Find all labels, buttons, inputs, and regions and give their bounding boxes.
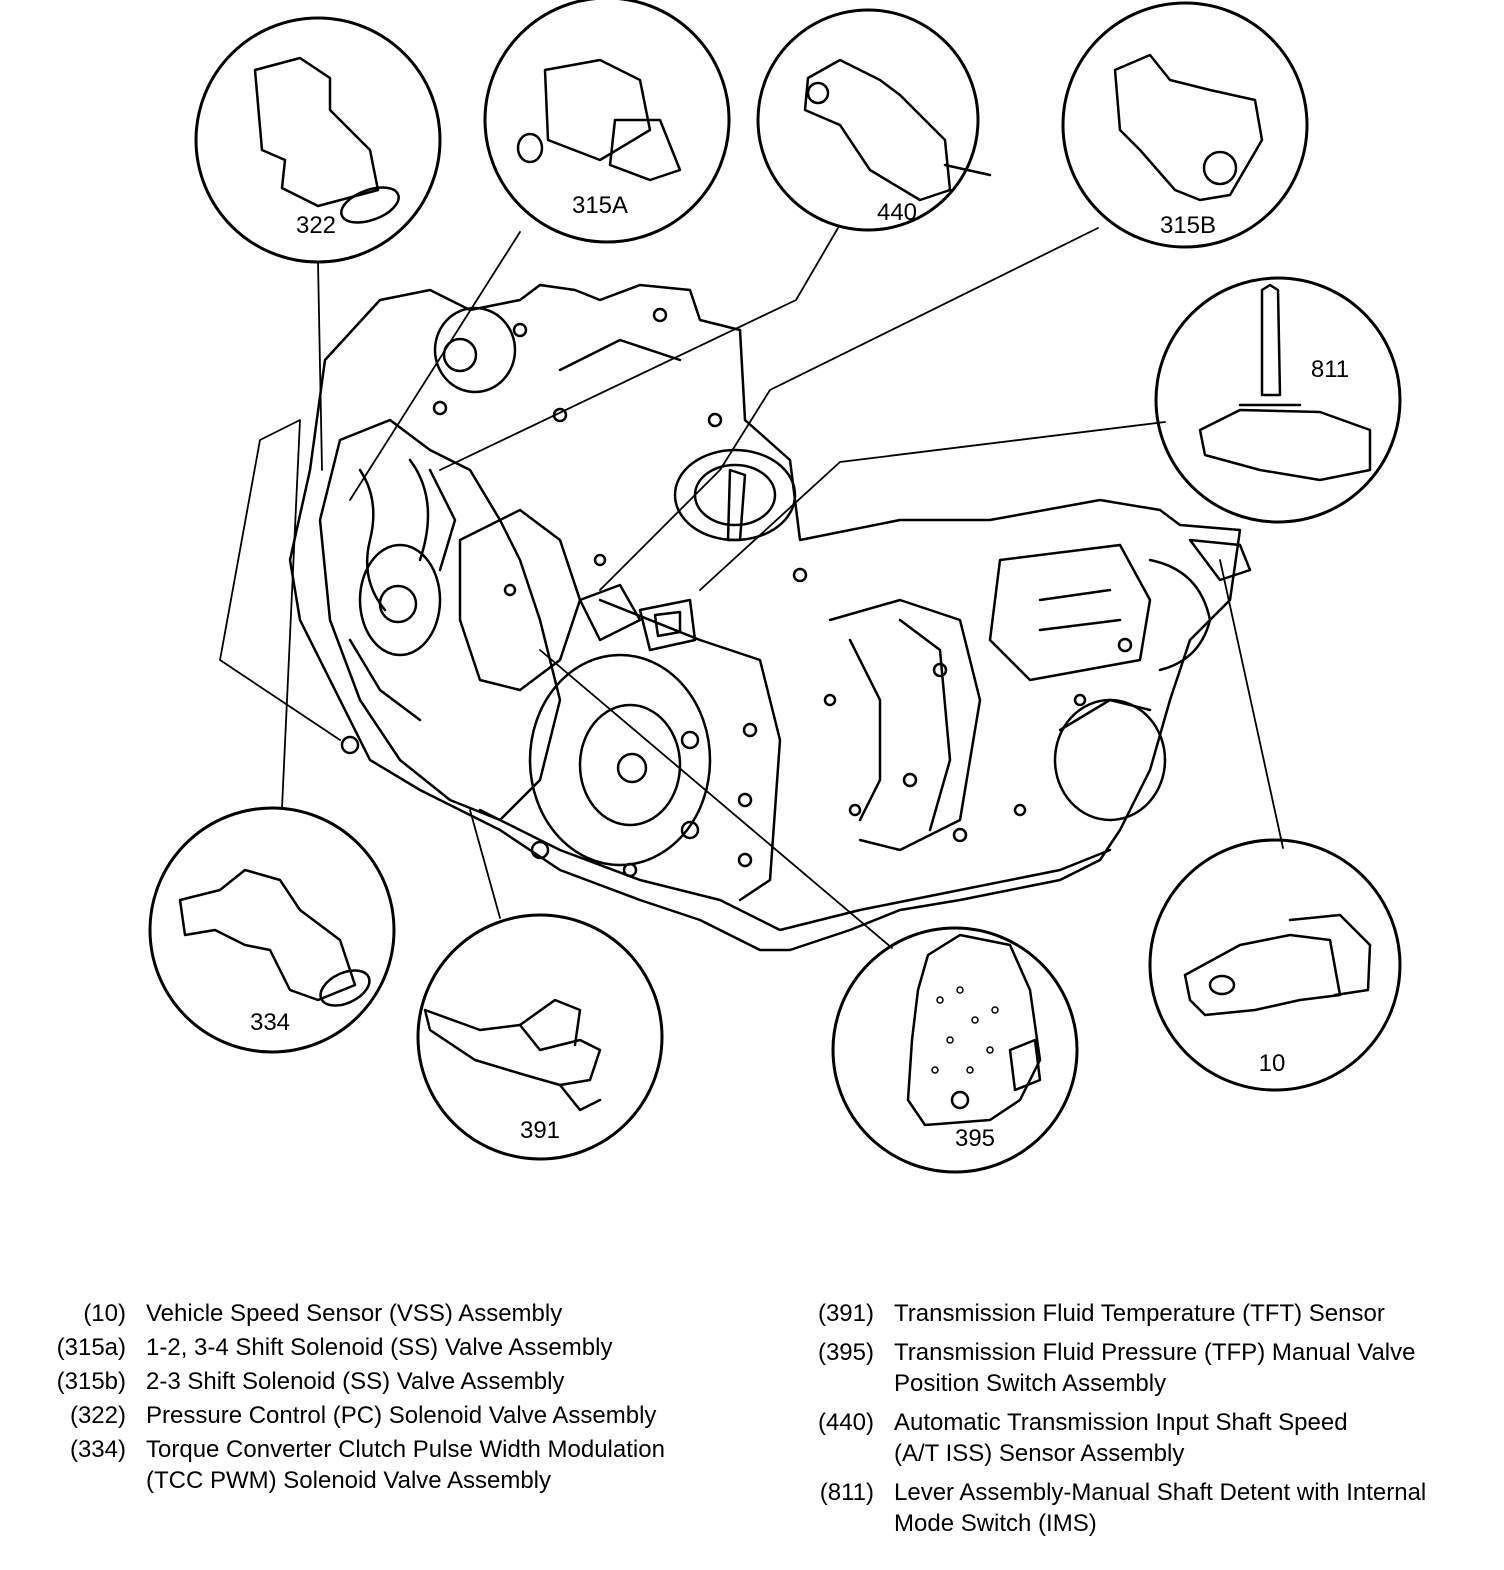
leader-lines xyxy=(219,227,1284,949)
callout-number-315A: 315A xyxy=(572,192,628,219)
callout-395 xyxy=(831,926,1079,1174)
leader-334 xyxy=(219,419,341,809)
leader-395 xyxy=(539,649,893,949)
legend-entry: (391) Transmission Fluid Temperature (TF… xyxy=(800,1298,1390,1329)
callout-number-315B: 315B xyxy=(1160,212,1216,239)
legend-description: Automatic Transmission Input Shaft Speed… xyxy=(894,1409,1348,1467)
legend-number: (440) xyxy=(817,1409,874,1436)
callout-number-10: 10 xyxy=(1259,1050,1286,1077)
legend-number: (811) xyxy=(819,1479,874,1506)
legend-right-column: (391) Transmission Fluid Temperature (TF… xyxy=(800,1298,1480,1547)
legend-description: Torque Converter Clutch Pulse Width Modu… xyxy=(146,1436,665,1494)
legend-description: 2-3 Shift Solenoid (SS) Valve Assembly xyxy=(146,1368,565,1395)
legend-number: (315b) xyxy=(56,1368,126,1395)
callout-440 xyxy=(756,8,992,232)
callout-number-440: 440 xyxy=(877,199,917,226)
legend-description: Pressure Control (PC) Solenoid Valve Ass… xyxy=(146,1402,657,1429)
legend-entry: (10) Vehicle Speed Sensor (VSS) Assembly xyxy=(40,1298,740,1329)
legend-left-column: (10) Vehicle Speed Sensor (VSS) Assembly… xyxy=(40,1298,740,1499)
callout-391 xyxy=(416,913,664,1161)
callout-10 xyxy=(1148,838,1402,1092)
legend-description: Vehicle Speed Sensor (VSS) Assembly xyxy=(146,1300,563,1327)
legend-description: Transmission Fluid Temperature (TFT) Sen… xyxy=(894,1300,1385,1327)
leader-10 xyxy=(1219,559,1284,849)
legend-number: (322) xyxy=(69,1402,126,1429)
callout-315B xyxy=(1061,1,1309,249)
legend-entry: (315b) 2-3 Shift Solenoid (SS) Valve Ass… xyxy=(40,1366,740,1397)
legend-entry: (440) Automatic Transmission Input Shaft… xyxy=(800,1407,1360,1469)
legend-number: (334) xyxy=(69,1436,126,1463)
callout-number-811: 811 xyxy=(1311,356,1349,383)
transmission-component-diagram: 322 315A 440 315B 811 334 391 395 10 xyxy=(148,0,1402,1174)
legend-number: (315a) xyxy=(56,1334,126,1361)
callout-315A xyxy=(483,0,731,244)
transmission-assembly xyxy=(288,283,1252,952)
callout-number-391: 391 xyxy=(520,1117,560,1144)
callout-numbers: 322 315A 440 315B 811 334 391 395 10 xyxy=(250,192,1349,1152)
legend-entry: (395) Transmission Fluid Pressure (TFP) … xyxy=(800,1337,1480,1399)
legend-entry: (315a) 1-2, 3-4 Shift Solenoid (SS) Valv… xyxy=(40,1332,740,1363)
legend-description: 1-2, 3-4 Shift Solenoid (SS) Valve Assem… xyxy=(146,1334,613,1361)
callout-322 xyxy=(194,16,442,264)
callout-number-334: 334 xyxy=(250,1009,290,1036)
legend-number: (395) xyxy=(817,1339,874,1366)
legend-entry: (334) Torque Converter Clutch Pulse Widt… xyxy=(40,1434,670,1496)
legend-number: (10) xyxy=(83,1300,126,1327)
legend-description: Lever Assembly-Manual Shaft Detent with … xyxy=(894,1479,1427,1537)
callout-number-322: 322 xyxy=(296,212,336,239)
legend-entry: (322) Pressure Control (PC) Solenoid Val… xyxy=(40,1400,670,1431)
callout-number-395: 395 xyxy=(955,1125,995,1152)
legend-entry: (811) Lever Assembly-Manual Shaft Detent… xyxy=(800,1477,1480,1539)
callout-811 xyxy=(1154,276,1402,524)
leader-322 xyxy=(317,261,323,471)
legend-description: Transmission Fluid Pressure (TFP) Manual… xyxy=(894,1339,1416,1397)
callout-334 xyxy=(148,806,396,1054)
leader-315B xyxy=(599,227,1099,591)
leader-811 xyxy=(699,421,1166,591)
leader-391 xyxy=(469,809,501,919)
leader-315A xyxy=(349,231,521,501)
leader-440 xyxy=(439,227,839,471)
legend-number: (391) xyxy=(817,1300,874,1327)
